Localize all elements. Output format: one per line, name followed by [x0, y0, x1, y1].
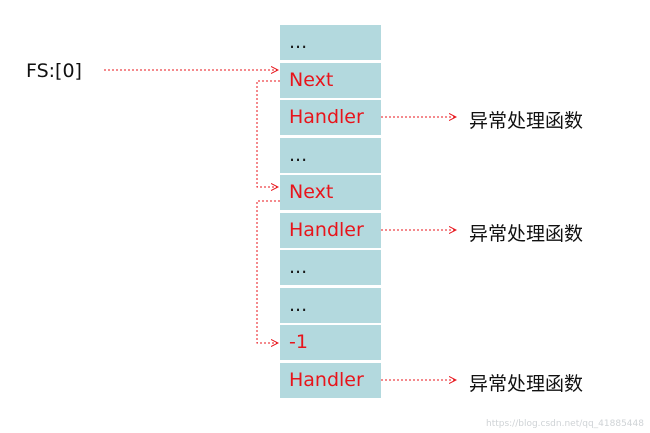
arrow-next-to-next — [256, 80, 280, 187]
handler-function-label: 异常处理函数 — [469, 110, 584, 132]
handler-function-label: 异常处理函数 — [469, 223, 584, 245]
watermark: https://blog.csdn.net/qq_41885448 — [485, 419, 644, 429]
arrow-next-to-end — [256, 200, 280, 343]
stack-cell: Handler — [280, 100, 381, 135]
stack-cell: Next — [280, 62, 381, 98]
stack-cell: Next — [280, 175, 381, 210]
handler-function-label: 异常处理函数 — [469, 373, 584, 395]
stack-cell: ... — [280, 250, 381, 285]
stack-cell: ... — [280, 25, 381, 60]
fs-register-label: FS:[0] — [26, 60, 82, 82]
stack-cell: ... — [280, 287, 381, 323]
stack-cell: ... — [280, 137, 381, 173]
stack-cell: Handler — [280, 362, 381, 398]
stack-cell: Handler — [280, 212, 381, 248]
stack-cell: -1 — [280, 325, 381, 360]
